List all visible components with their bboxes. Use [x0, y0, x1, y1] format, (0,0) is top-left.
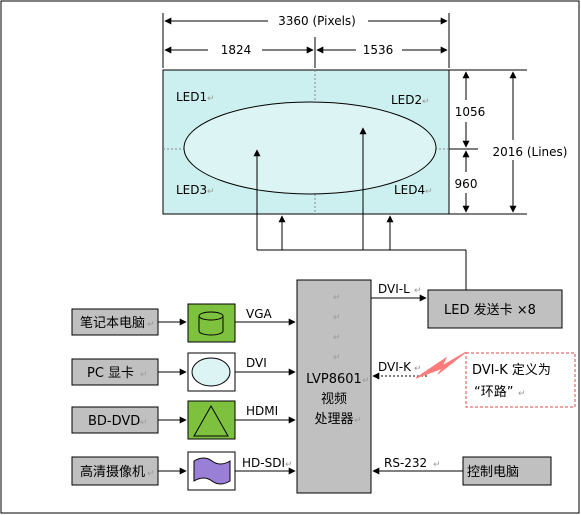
cylinder-icon — [198, 311, 224, 336]
control-pc-box — [462, 456, 552, 486]
dvi-l-link: DVI-L ↵ — [371, 282, 427, 302]
svg-text:↵: ↵ — [147, 469, 155, 479]
ellipse-icon — [191, 357, 231, 387]
vga-label: VGA — [246, 307, 273, 321]
loop-note-box — [465, 352, 576, 408]
display-ellipse — [183, 101, 437, 195]
svg-text:↵: ↵ — [414, 286, 422, 296]
control-pc-label: 控制电脑 — [467, 465, 519, 480]
right-width-label: 1536 — [363, 43, 394, 57]
processor-line2: 视频 — [321, 392, 347, 407]
total-width-label: 3360 (Pixels) — [278, 14, 356, 28]
processor-line3: 处理器 — [314, 412, 353, 427]
bd-dvd-box — [71, 406, 159, 434]
lightning-icon — [415, 351, 467, 379]
dvi-l-label: DVI-L — [378, 282, 410, 296]
loop-note: DVI-K 定义为 “环路” ↵ — [465, 352, 576, 408]
dvi-k-label: DVI-K — [378, 360, 412, 374]
total-height-label: 2016 (Lines) — [493, 145, 568, 159]
svg-text:↵: ↵ — [422, 97, 430, 107]
loop-note-line1: DVI-K 定义为 — [472, 363, 551, 378]
bd-dvd-label: BD-DVD — [88, 414, 140, 429]
svg-text:↵: ↵ — [333, 353, 341, 363]
led-sender-card: LED 发送卡 ×8 — [427, 289, 563, 329]
led-screen: LED1 LED2 LED3 LED4 ↵ ↵ ↵ ↵ — [162, 69, 450, 215]
dimension-left-width: 1824 — [164, 43, 314, 57]
loop-note-line2: “环路” — [474, 384, 513, 400]
svg-text:↵: ↵ — [362, 376, 370, 386]
svg-text:↵: ↵ — [207, 94, 215, 104]
hd-sdi-label: HD-SDI — [242, 456, 285, 470]
top-height-label: 1056 — [455, 105, 486, 119]
wave-flag-icon — [193, 457, 231, 485]
left-width-label: 1824 — [221, 43, 252, 57]
rs232-label: RS-232 — [384, 456, 427, 470]
hdmi-label: HDMI — [246, 404, 278, 418]
sender-card-box — [427, 289, 563, 329]
svg-text:↵: ↵ — [147, 320, 155, 330]
led1-label: LED1 — [176, 90, 207, 104]
svg-text:↵: ↵ — [414, 364, 422, 374]
screen-feed-arrows — [253, 127, 467, 290]
svg-text:↵: ↵ — [425, 187, 433, 197]
svg-text:↵: ↵ — [333, 313, 341, 323]
svg-text:↵: ↵ — [354, 416, 362, 426]
processor-model: LVP8601 — [306, 372, 362, 387]
laptop-label: 笔记本电脑 — [80, 315, 145, 331]
svg-text:↵: ↵ — [333, 333, 341, 343]
svg-text:↵: ↵ — [285, 460, 293, 470]
led4-label: LED4 — [394, 183, 425, 197]
lvp8601-processor: ↵ ↵ ↵ ↵ LVP8601 视频 处理器 ↵ ↵ — [296, 279, 372, 494]
triangle-icon — [193, 404, 229, 437]
dimension-heights: 1056 960 2016 (Lines) — [449, 69, 568, 215]
svg-text:↵: ↵ — [140, 370, 148, 380]
control-pc: RS-232 ↵ 控制电脑 — [372, 456, 552, 486]
source-hd-camera: 高清摄像机 ↵ HD-SDI ↵ — [71, 451, 296, 491]
laptop-box — [71, 308, 159, 336]
dimension-total-width: 3360 (Pixels) — [162, 13, 450, 68]
dimension-right-width: 1536 — [316, 43, 448, 57]
source-bd-dvd: BD-DVD ↵ HDMI — [71, 400, 296, 440]
svg-text:↵: ↵ — [518, 389, 526, 399]
sender-card-label: LED 发送卡 ×8 — [444, 302, 536, 318]
led3-label: LED3 — [176, 183, 207, 197]
dvi-label: DVI — [246, 356, 267, 370]
bottom-height-label: 960 — [455, 177, 478, 191]
pc-card-label: PC 显卡 — [87, 366, 134, 381]
svg-text:↵: ↵ — [433, 460, 441, 470]
source-laptop: 笔记本电脑 ↵ VGA — [71, 303, 296, 343]
svg-text:↵: ↵ — [207, 187, 215, 197]
svg-text:↵: ↵ — [333, 293, 341, 303]
processor-box — [296, 279, 372, 494]
hd-camera-label: 高清摄像机 — [80, 464, 145, 480]
svg-text:↵: ↵ — [140, 418, 148, 428]
led2-label: LED2 — [391, 93, 422, 107]
source-pc-card: PC 显卡 ↵ DVI — [71, 352, 296, 392]
dvi-k-link: DVI-K ↵ — [372, 351, 467, 380]
